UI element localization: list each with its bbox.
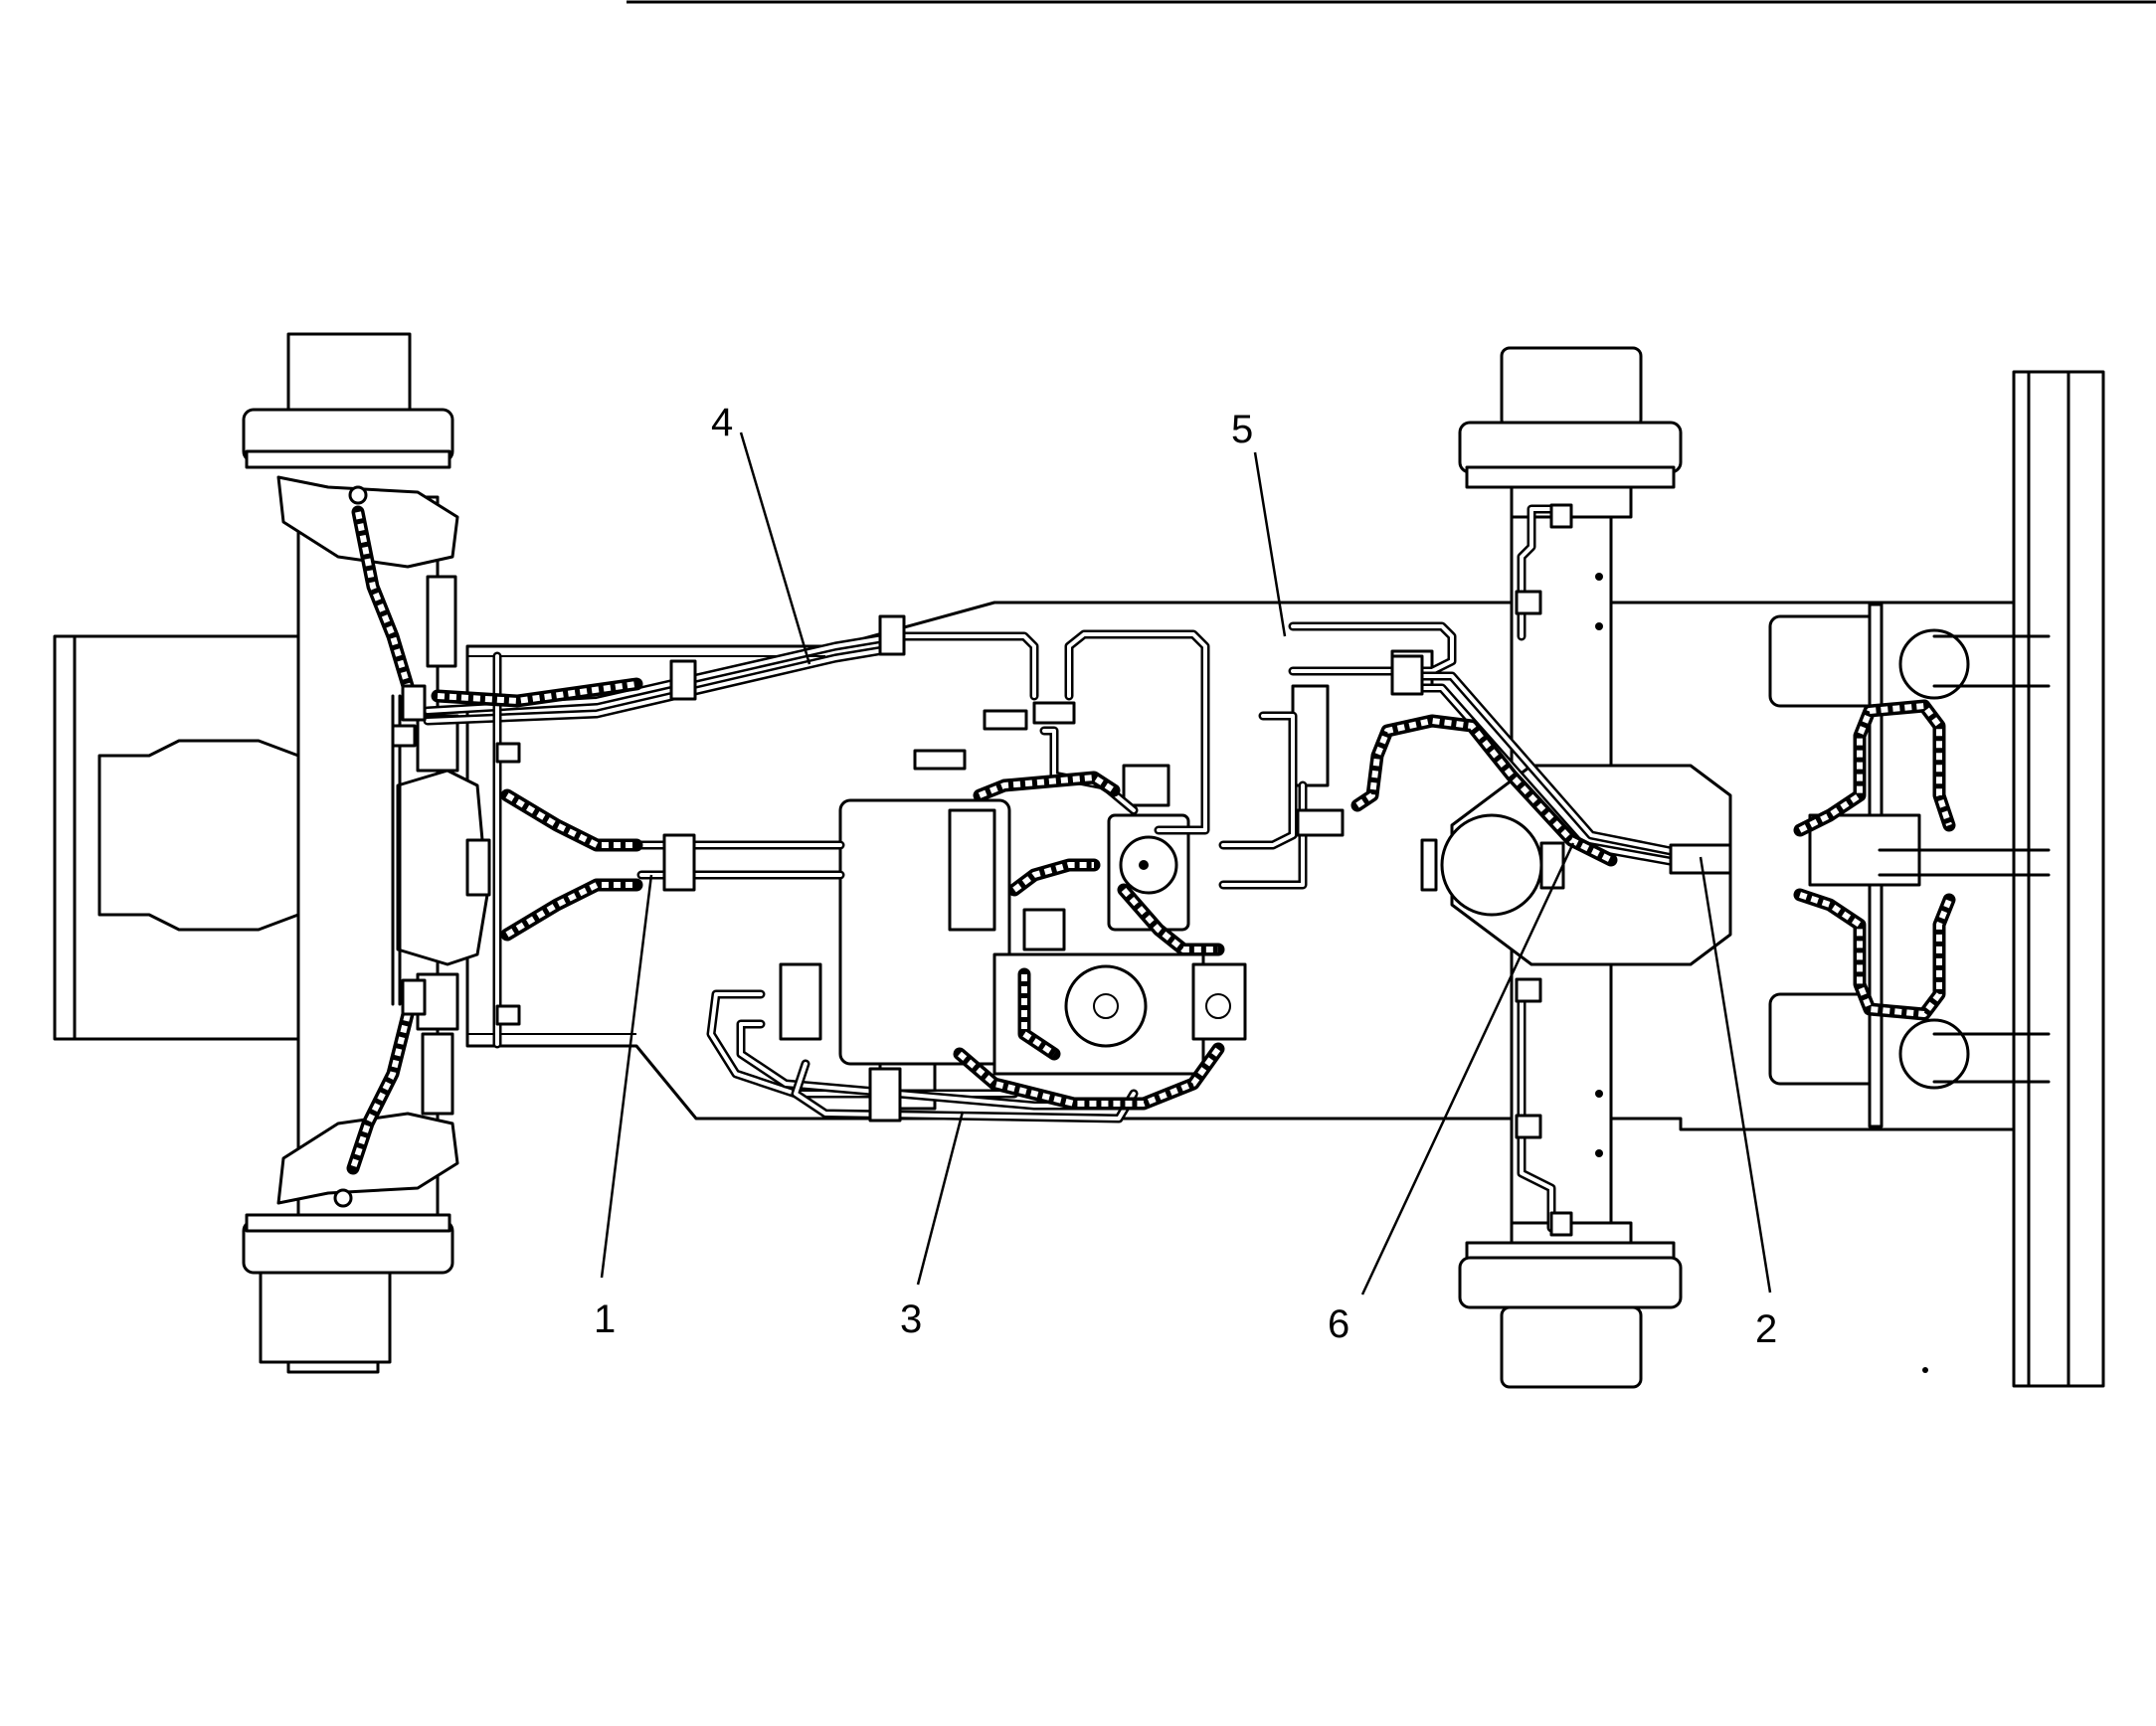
rear-brake-chambers (1768, 603, 2051, 1128)
callout-leaders (600, 432, 1772, 1295)
callout-labels: 1 2 3 4 5 6 (594, 401, 1777, 1351)
callout-3: 3 (900, 1297, 922, 1341)
stray-dot (1922, 1367, 1928, 1373)
flexible-brake-hoses (346, 505, 1956, 1175)
callout-2: 2 (1755, 1307, 1777, 1351)
front-axle (242, 332, 491, 1374)
rear-bumper (2012, 370, 2105, 1388)
rear-axle (1420, 346, 1732, 1389)
callout-1: 1 (594, 1297, 616, 1341)
callout-4: 4 (711, 401, 733, 444)
fittings-and-clamps (333, 485, 1732, 1237)
callout-5: 5 (1231, 408, 1253, 451)
callout-6: 6 (1328, 1302, 1349, 1346)
front-frame-extension (53, 634, 310, 1041)
